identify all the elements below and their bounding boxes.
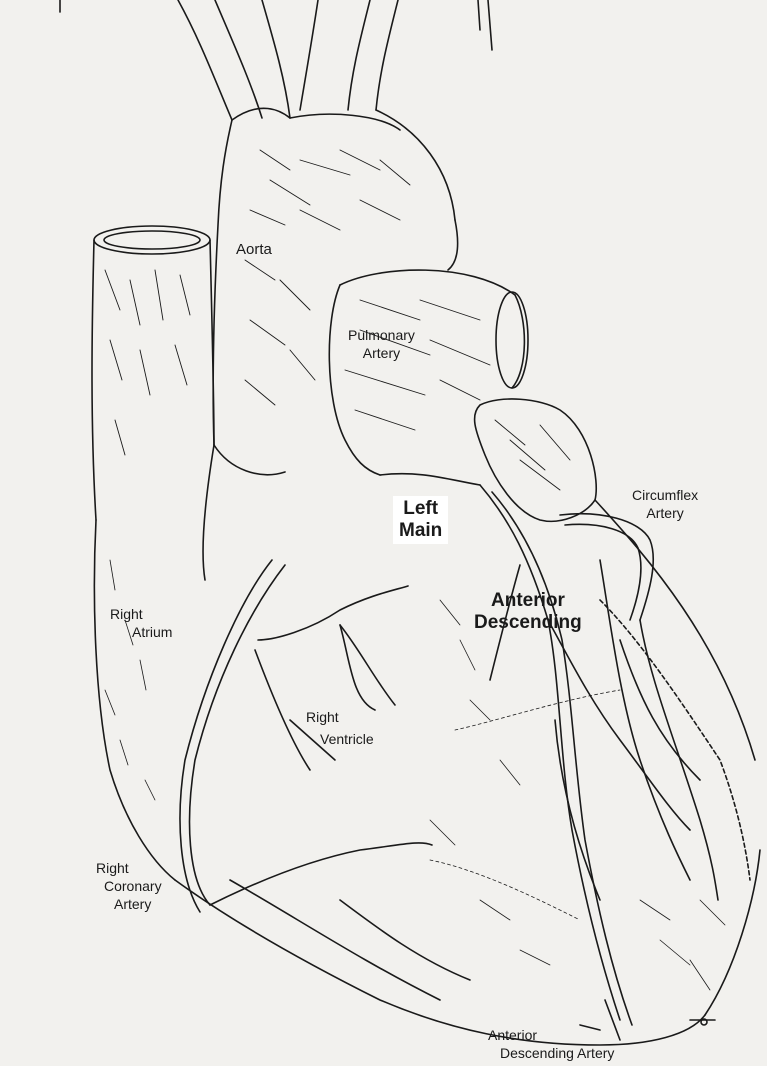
label-aorta: Aorta [236,241,272,259]
label-ada-line2: Descending Artery [488,1044,614,1062]
aortic-branches [60,0,492,120]
label-pulmonary-line1: Pulmonary [348,326,415,344]
circumflex-artery-vessel [560,514,750,900]
vena-cava [92,226,214,520]
label-rca-line2: Coronary [96,877,162,895]
right-coronary-artery-vessel [180,560,470,1000]
label-right-coronary-artery: Right Coronary Artery [96,859,162,913]
label-pulmonary-line2: Artery [348,344,415,362]
label-right-atrium: Right Atrium [110,605,172,641]
label-circumflex-line2: Artery [632,504,698,522]
label-left-main: Left Main [393,496,448,544]
label-rca-line3: Artery [96,895,162,913]
surface-hatching [105,560,725,990]
aorta-vessel [213,108,457,474]
label-left-main-line1: Left [399,498,442,520]
label-aorta-text: Aorta [236,241,272,259]
pulmonary-trunk [329,270,528,475]
label-anterior-descending-artery: Anterior Descending Artery [488,1026,614,1062]
label-circumflex-line1: Circumflex [632,486,698,504]
label-circumflex-artery: Circumflex Artery [632,486,698,522]
label-right-ventricle-line2: Ventricle [306,728,374,750]
label-left-main-line2: Main [399,520,442,542]
label-right-ventricle-line1: Right [306,706,374,728]
label-right-atrium-line2: Atrium [110,623,172,641]
label-pulmonary-artery: Pulmonary Artery [348,326,415,362]
label-ada-line1: Anterior [488,1026,614,1044]
label-rca-line1: Right [96,859,162,877]
label-anterior-descending-line2: Descending [474,612,582,634]
label-anterior-descending: Anterior Descending [474,590,582,634]
label-right-ventricle: Right Ventricle [306,706,374,750]
left-atrial-appendage [475,399,597,521]
label-anterior-descending-line1: Anterior [474,590,582,612]
label-right-atrium-line1: Right [110,605,172,623]
